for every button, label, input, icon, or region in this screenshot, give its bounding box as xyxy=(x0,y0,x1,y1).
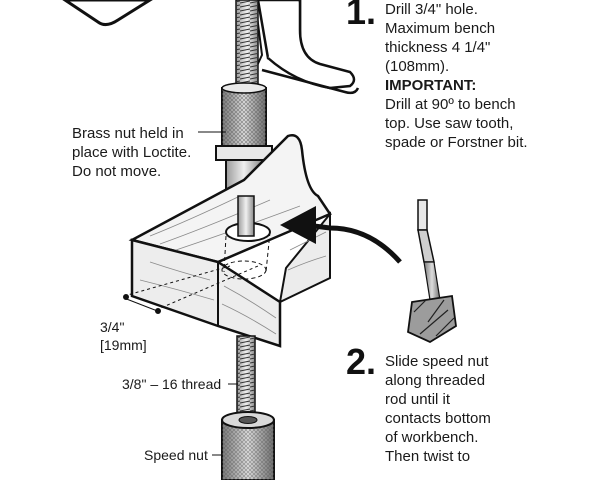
brass-nut-callout: Brass nut held in place with Loctite. Do… xyxy=(72,124,191,181)
step-2-line: of workbench. xyxy=(385,429,479,446)
step-2-line: Slide speed nut xyxy=(385,353,489,370)
callout-line: Brass nut held in xyxy=(72,125,184,142)
dimension-line xyxy=(123,265,259,314)
step-1-line: (108mm). xyxy=(385,58,450,75)
callout-line: place with Loctite. xyxy=(72,144,192,161)
insertion-arrow xyxy=(280,206,402,264)
hole-size-callout: 3/4" [19mm] xyxy=(100,318,147,354)
step-2-line: contacts bottom xyxy=(385,410,491,427)
step-1-line: Drill 3/4" hole. xyxy=(385,1,478,18)
step-1-line: thickness 4 1/4" xyxy=(385,39,491,56)
step-2-number: 2. xyxy=(346,341,377,382)
threaded-rod-upper xyxy=(235,0,259,93)
clamp-head xyxy=(62,0,360,95)
step-1-text: Drill 3/4" hole. Maximum bench thickness… xyxy=(385,0,528,152)
drill-bit xyxy=(407,199,457,344)
important-label: IMPORTANT: xyxy=(385,77,477,94)
brass-nut xyxy=(215,82,273,195)
speed-nut-callout: Speed nut xyxy=(144,447,208,463)
hole-size-metric: [19mm] xyxy=(100,337,147,353)
leader-lines xyxy=(198,131,238,456)
step-1-number: 1. xyxy=(346,0,377,32)
step-2-line: Then twist to xyxy=(385,448,471,465)
important-line: top. Use saw tooth, xyxy=(385,115,514,132)
step-2-text: Slide speed nut along threaded rod until… xyxy=(385,352,491,466)
thread-callout: 3/8" – 16 thread xyxy=(122,376,222,392)
important-line: Drill at 90º to bench xyxy=(385,96,516,113)
speed-nut xyxy=(221,411,275,480)
hole-size-label: 3/4" xyxy=(100,319,125,335)
step-2-line: along threaded xyxy=(385,372,486,389)
step-2-line: rod until it xyxy=(385,391,451,408)
threaded-rod-lower xyxy=(236,335,256,415)
step-1-line: Maximum bench xyxy=(385,20,496,37)
callout-line: Do not move. xyxy=(72,163,162,180)
important-line: spade or Forstner bit. xyxy=(385,134,528,151)
workbench-block xyxy=(128,134,332,348)
